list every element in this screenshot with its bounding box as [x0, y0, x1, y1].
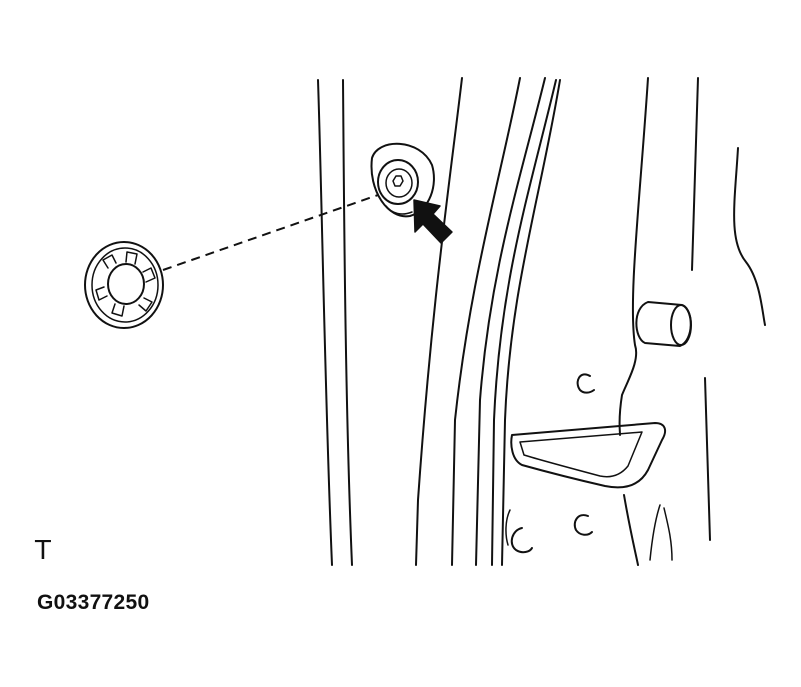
door-bumper — [635, 301, 692, 347]
clip-icon — [84, 241, 164, 329]
installed-clip — [370, 142, 435, 218]
arrow-icon — [413, 199, 453, 244]
leader-line — [162, 194, 379, 271]
body-panel-lines — [618, 77, 766, 566]
view-marker: T — [35, 536, 51, 566]
mounting-holes — [505, 373, 595, 554]
pillar-lines — [317, 77, 561, 566]
door-striker — [510, 422, 667, 489]
figure-code: G03377250 — [37, 591, 150, 614]
